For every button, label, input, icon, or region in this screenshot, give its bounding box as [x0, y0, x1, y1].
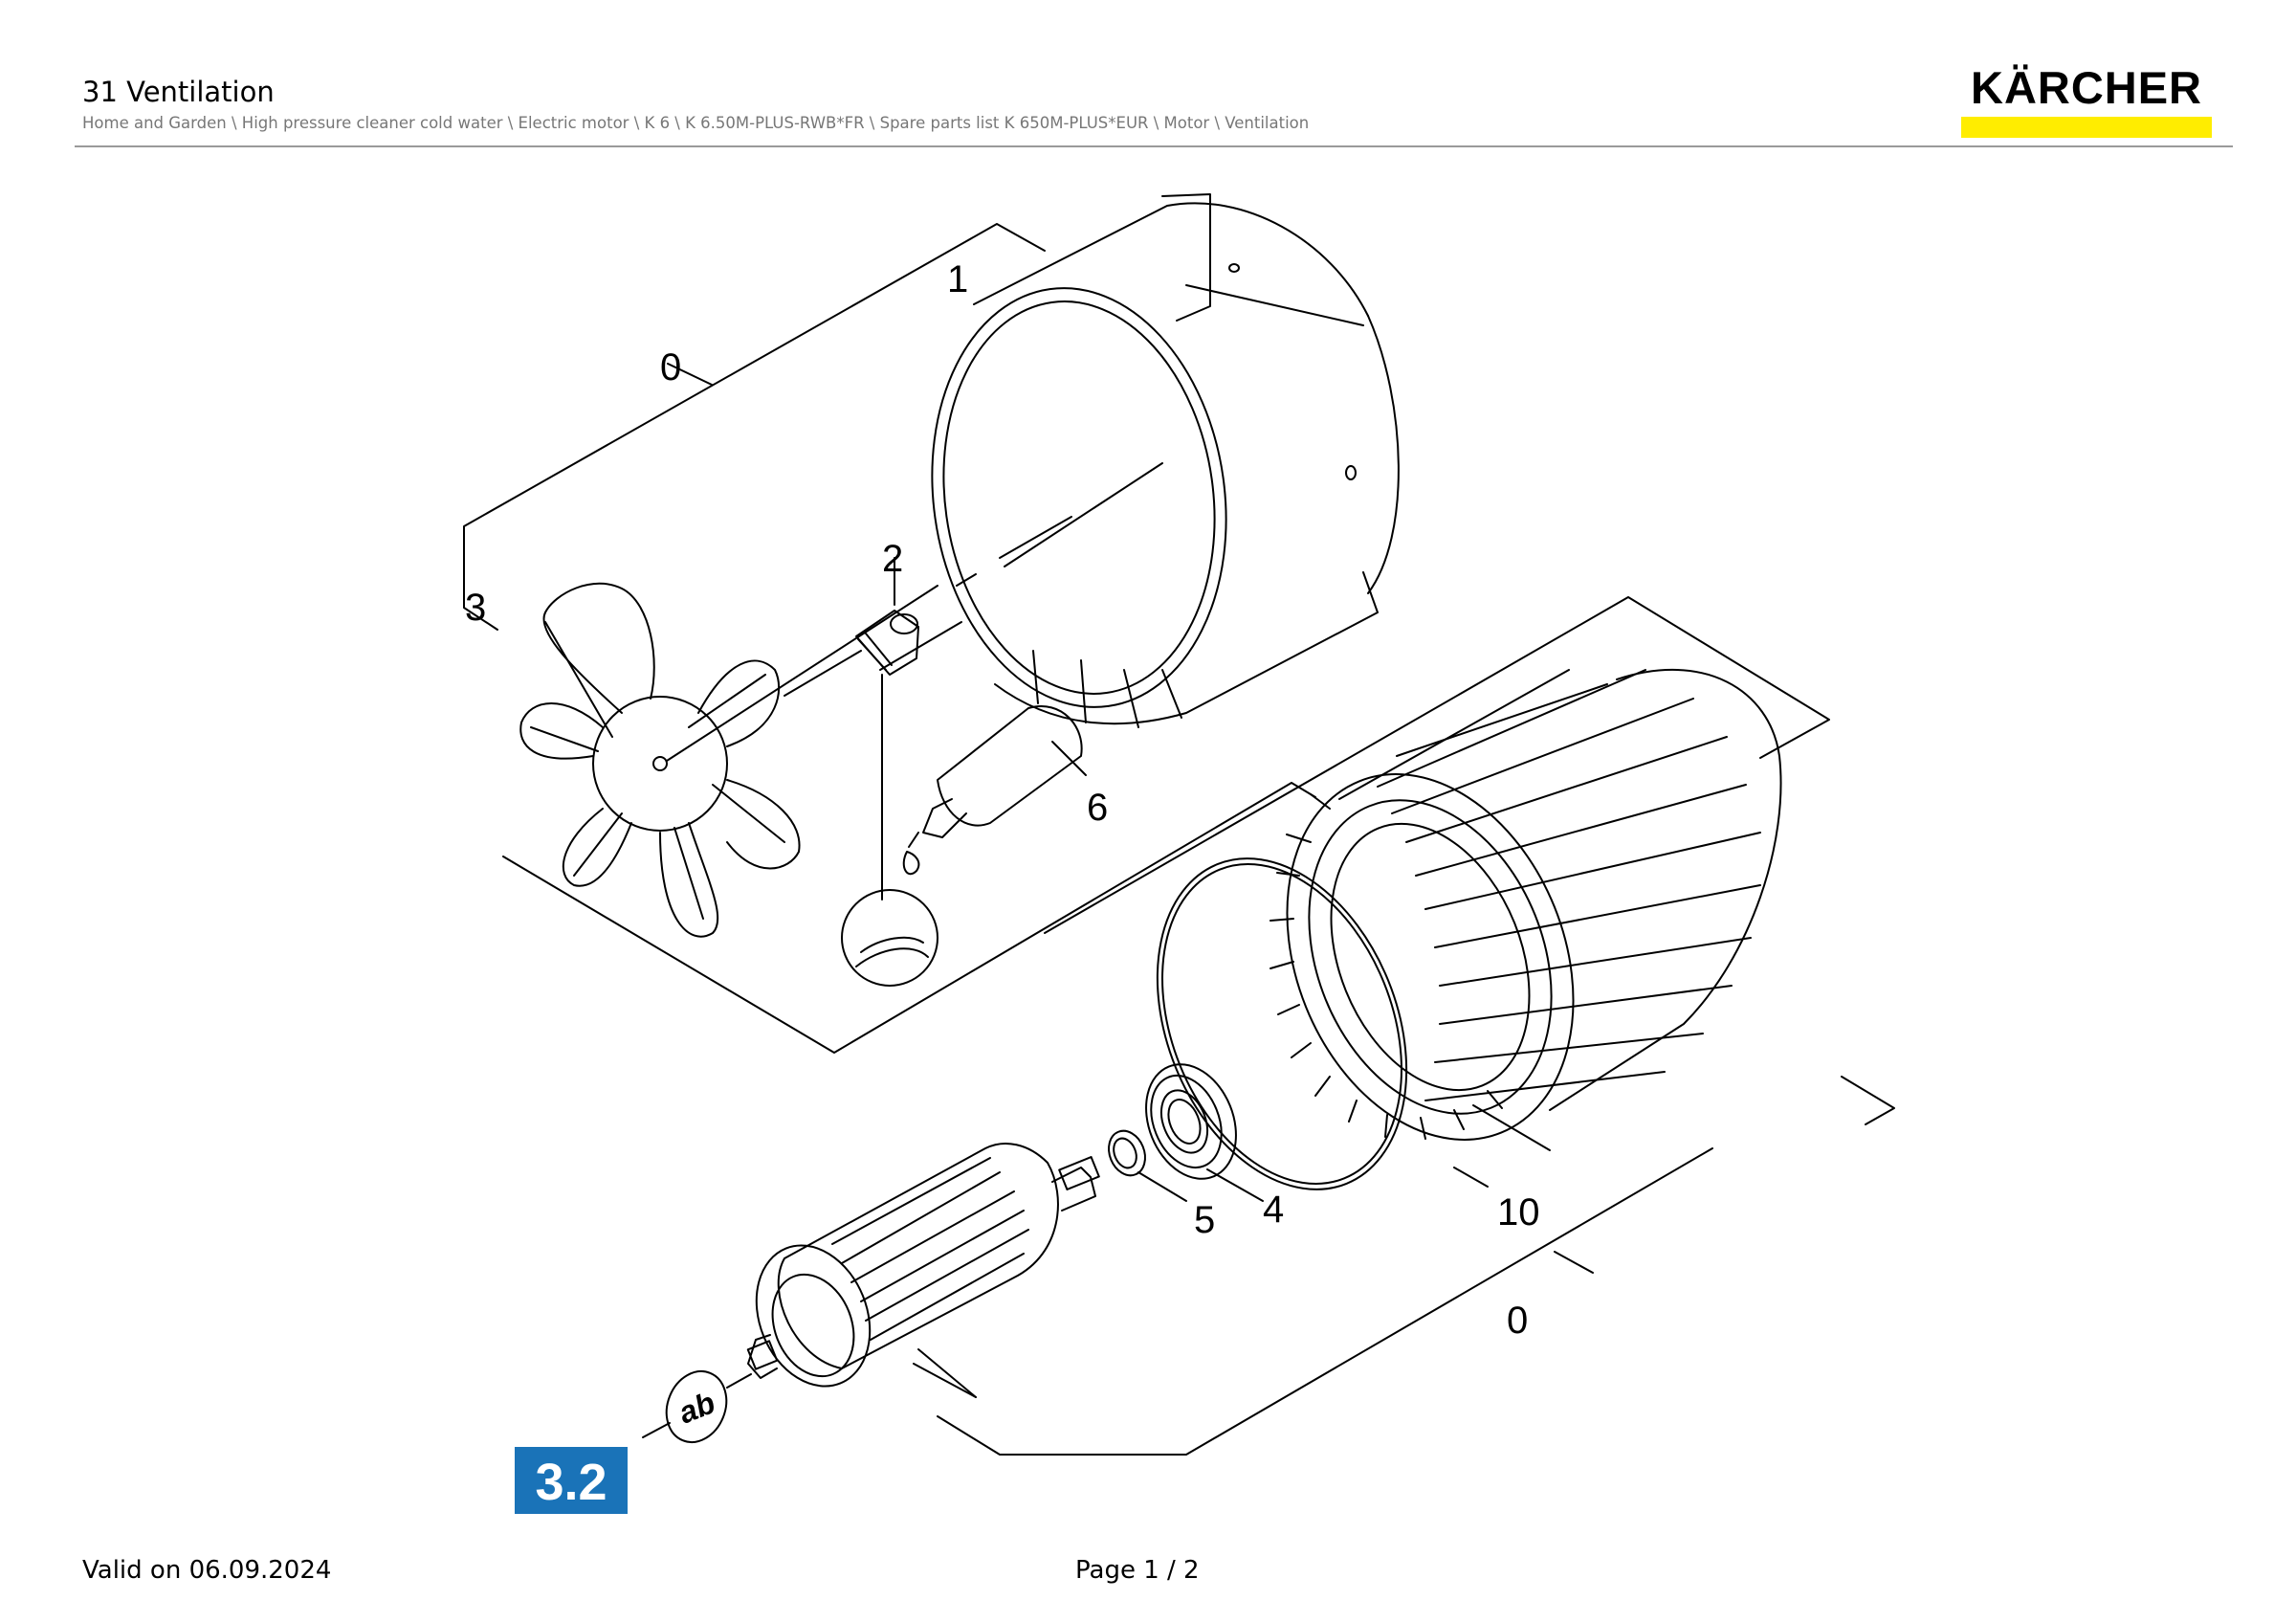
callout-label: 0	[660, 346, 681, 389]
callout-label: 3	[465, 587, 486, 629]
sealant-marker	[642, 1370, 752, 1443]
stator-finned	[1156, 669, 1782, 1190]
page-number: Page 1 / 2	[1075, 1556, 1200, 1585]
page-title: 31 Ventilation	[82, 76, 275, 108]
breadcrumb: Home and Garden \ High pressure cleaner …	[82, 114, 1310, 132]
upper-assembly-bracket	[463, 223, 1316, 1054]
logo-text: KÄRCHER	[1971, 62, 2202, 113]
karcher-logo: KÄRCHER	[1961, 61, 2212, 138]
lower-assembly-bracket	[913, 596, 1895, 1456]
torque-badge: 3.2	[515, 1447, 628, 1514]
fan-impeller	[519, 582, 938, 938]
callout-label: 6	[1087, 787, 1108, 829]
exploded-parts-diagram: 0 1 2 3 6 0 4 5 10 ab 3.2	[463, 193, 1895, 1514]
valid-date: Valid on 06.09.2024	[82, 1556, 332, 1585]
torque-badge-label: 3.2	[535, 1454, 607, 1511]
callout-label: 5	[1194, 1199, 1215, 1241]
screw	[784, 557, 962, 900]
callout-label: 4	[1263, 1189, 1284, 1231]
callout-label: 0	[1507, 1300, 1528, 1342]
callout-label: 2	[882, 538, 903, 580]
ball-bearing	[1145, 1063, 1264, 1202]
fan-cowl-housing	[931, 193, 1400, 728]
logo-yellow-bar	[1961, 117, 2212, 138]
header-divider	[75, 145, 2233, 147]
sealant-label: ab	[673, 1385, 719, 1430]
callout-label: 10	[1497, 1191, 1540, 1234]
rotor-armature	[746, 1143, 1100, 1398]
spring-washer	[1108, 1129, 1187, 1202]
threadlocker-bottle	[841, 705, 1087, 987]
callout-label: 1	[947, 258, 968, 300]
